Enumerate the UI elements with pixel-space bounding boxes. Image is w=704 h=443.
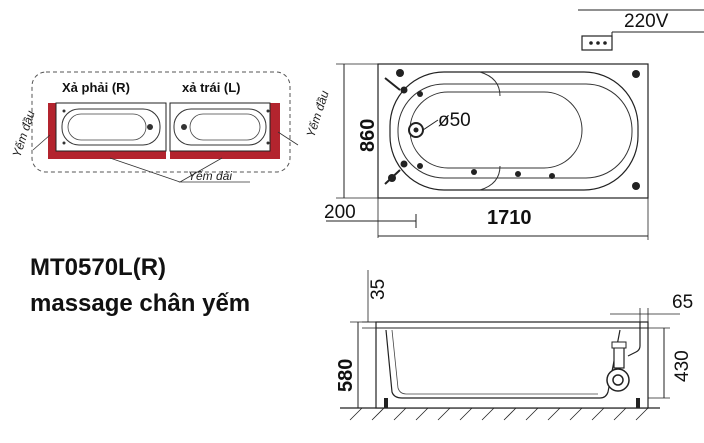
- tub-top-basin: [409, 91, 583, 169]
- end-panel-label-left: Yếm đầu: [10, 109, 38, 159]
- dim-430: 430: [672, 350, 693, 382]
- drain-dot-right: [147, 124, 153, 130]
- tub-side-shell: [385, 329, 621, 399]
- drain-label: ø50: [438, 110, 471, 131]
- variants-group: Xả phải (R) xả trái (L) Yếm đầu Yếm đầu …: [10, 71, 332, 183]
- variants-frame: [31, 71, 291, 173]
- floor-hatch: [349, 407, 649, 421]
- top-view-group: ø50 860 200 1710: [324, 63, 649, 240]
- model-subtitle: massage chân yếm: [30, 290, 251, 317]
- long-panel-label: Yếm dài: [188, 169, 232, 183]
- model-title: MT0570L(R): [30, 254, 167, 281]
- dim-580: 580: [335, 359, 357, 392]
- left-drain-label: xả trái (L): [182, 80, 241, 95]
- dim-200: 200: [324, 202, 356, 223]
- tub-side-body: [375, 321, 649, 409]
- dim-1710: 1710: [487, 207, 532, 229]
- end-panel-label-right: Yếm đầu: [304, 89, 332, 139]
- leader-end-left: [32, 134, 51, 151]
- power-label: 220V: [624, 11, 669, 32]
- leader-end-right: [277, 131, 299, 146]
- leader-long-1: [109, 157, 181, 183]
- right-drain-label: Xả phải (R): [62, 80, 130, 95]
- dim-860: 860: [357, 119, 379, 152]
- power-group: 220V: [578, 9, 704, 51]
- side-view-group: 35 580 65 430: [335, 270, 693, 421]
- dim-65: 65: [672, 292, 693, 313]
- leader-long-2: [178, 157, 250, 183]
- drain-dot-left: [181, 124, 187, 130]
- dim-35: 35: [368, 279, 389, 300]
